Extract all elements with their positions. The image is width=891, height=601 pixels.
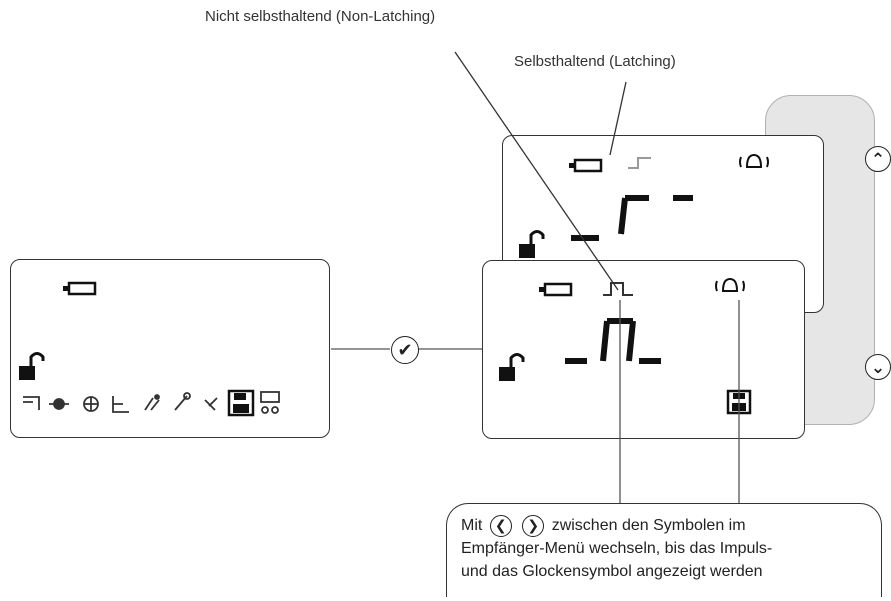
bell-icon	[715, 277, 745, 292]
menu-icon-row	[23, 392, 218, 413]
menu-icon-1	[23, 396, 40, 410]
save-icon	[726, 389, 752, 415]
step-icon	[628, 157, 651, 169]
bell-icon	[739, 153, 769, 168]
latching-segments	[571, 195, 693, 241]
down-button[interactable]: ⌄	[865, 354, 891, 380]
menu-icons	[19, 281, 280, 417]
note-line-1: Mit ❮ ❯ zwischen den Symbolen im	[461, 514, 867, 537]
left-button[interactable]: ❮	[489, 514, 512, 537]
unlock-icon	[19, 352, 45, 380]
instruction-note: Mit ❮ ❯ zwischen den Symbolen im Empfäng…	[446, 503, 882, 597]
battery-icon	[539, 282, 573, 297]
menu-settings-icon	[260, 391, 280, 414]
unlock-icon	[519, 230, 545, 258]
up-button[interactable]: ⌃	[865, 146, 891, 172]
note-line-3: und das Glockensymbol angezeigt werden	[461, 563, 763, 580]
battery-icon	[63, 281, 97, 296]
display-menu	[10, 259, 330, 438]
pulse-icon	[603, 282, 633, 296]
menu-save-icon	[227, 389, 255, 417]
menu-icon-6	[174, 392, 191, 411]
note-line-2: Empfänger-Menü wechseln, bis das Impuls-	[461, 540, 773, 557]
right-button[interactable]: ❯	[522, 514, 545, 537]
non-latching-icons	[499, 277, 752, 415]
menu-icon-5	[144, 394, 160, 411]
label-latching: Selbsthaltend (Latching)	[514, 53, 676, 70]
menu-icon-7	[204, 397, 218, 411]
menu-icon-3	[83, 396, 99, 412]
unlock-icon	[499, 353, 525, 381]
menu-icon-4	[112, 396, 129, 413]
non-latching-segments	[565, 318, 661, 364]
display-non-latching	[482, 260, 805, 439]
menu-icon-2	[49, 398, 69, 410]
note-part-2: zwischen den Symbolen im	[551, 517, 746, 534]
check-button[interactable]: ✔	[391, 336, 419, 364]
battery-icon	[569, 158, 603, 173]
note-part-1: Mit	[461, 517, 483, 534]
label-non-latching: Nicht selbsthaltend (Non-Latching)	[205, 8, 436, 25]
